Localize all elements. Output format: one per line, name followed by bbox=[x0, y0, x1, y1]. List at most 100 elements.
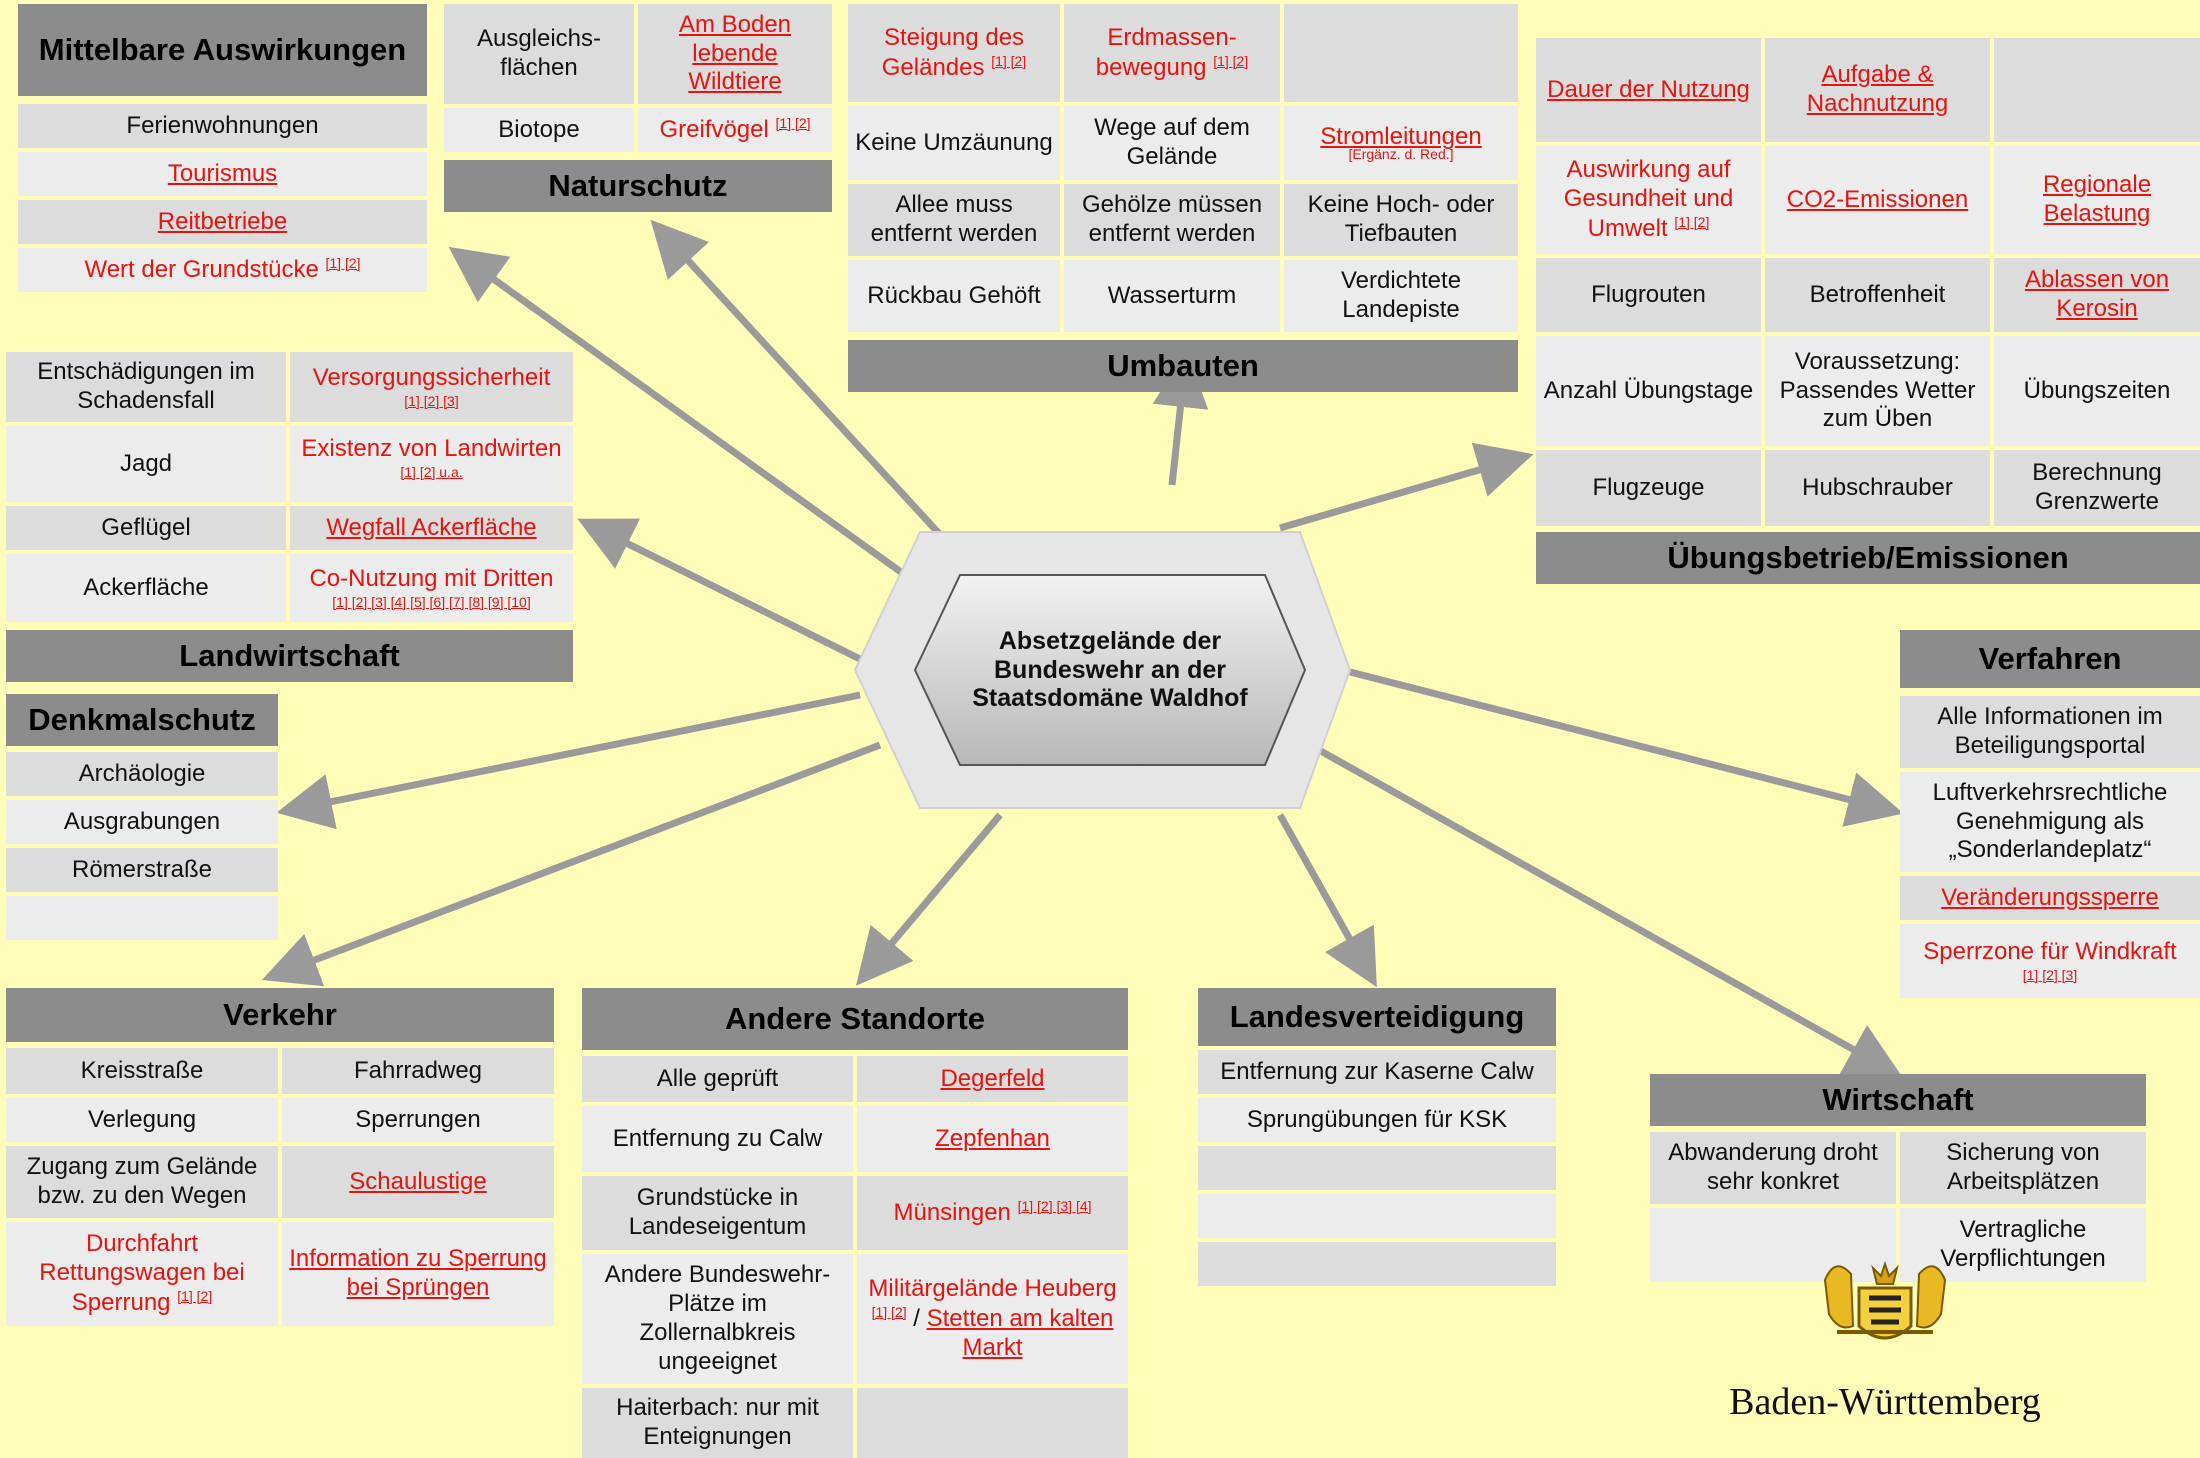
mittelbare-row[interactable]: Wert der Grundstücke [1] [2] bbox=[18, 248, 427, 292]
landwirtschaft-cell-link[interactable]: Wegfall Ackerfläche bbox=[290, 506, 573, 550]
umbauten-cell: Keine Umzäunung bbox=[848, 106, 1060, 180]
wirtschaft-cell-empty bbox=[1650, 1208, 1896, 1282]
mittelbare-row-link[interactable]: Tourismus bbox=[18, 152, 427, 196]
andere-cell: Alle geprüft bbox=[582, 1056, 853, 1102]
wirtschaft-cell: Vertragliche Verpflichtungen bbox=[1900, 1208, 2146, 1282]
umbauten-cell[interactable]: Steigung des Geländes [1] [2] bbox=[848, 4, 1060, 102]
verfahren-row: Luftverkehrsrechtliche Genehmigung als „… bbox=[1900, 772, 2200, 872]
uebung-cell: Voraussetzung: Passendes Wetter zum Üben bbox=[1765, 336, 1990, 446]
landwirtschaft-cell: Entschädigungen im Schadensfall bbox=[6, 352, 286, 422]
verfahren-row-link[interactable]: Veränderungssperre bbox=[1900, 876, 2200, 920]
andere-cell: Entfernung zu Calw bbox=[582, 1106, 853, 1172]
verkehr-cell: Verlegung bbox=[6, 1098, 278, 1142]
verkehr-header: Verkehr bbox=[6, 988, 554, 1042]
denkmal-row: Ausgrabungen bbox=[6, 800, 278, 844]
uebung-cell: Berechnung Grenzwerte bbox=[1994, 450, 2200, 526]
mittelbare-row-link[interactable]: Reitbetriebe bbox=[18, 200, 427, 244]
denkmal-row: Römerstraße bbox=[6, 848, 278, 892]
uebung-cell-link[interactable]: Ablassen von Kerosin bbox=[1994, 258, 2200, 332]
landesvert-row: Sprungübungen für KSK bbox=[1198, 1098, 1556, 1142]
verfahren-row: Alle Informationen im Beteiligungsportal bbox=[1900, 696, 2200, 768]
landwirtschaft-cell: Jagd bbox=[6, 426, 286, 502]
verkehr-cell[interactable]: Durchfahrt Rettungswagen bei Sperrung [1… bbox=[6, 1222, 278, 1326]
andere-header: Andere Standorte bbox=[582, 988, 1128, 1050]
andere-cell-link[interactable]: Zepfenhan bbox=[857, 1106, 1128, 1172]
denkmal-row: Archäologie bbox=[6, 752, 278, 796]
arrow-wirtschaft bbox=[1308, 741, 1903, 1077]
arrow-denkmal bbox=[276, 691, 861, 830]
arrow-mittelbare bbox=[448, 246, 908, 578]
landesvert-row-empty bbox=[1198, 1194, 1556, 1238]
center-hexagon-inner bbox=[913, 574, 1307, 766]
brand-wordmark: Baden-Württemberg bbox=[1729, 1381, 2041, 1423]
uebung-cell[interactable]: Auswirkung auf Gesundheit und Umwelt [1]… bbox=[1536, 146, 1761, 254]
umbauten-cell: Gehölze müssen entfernt werden bbox=[1064, 184, 1280, 256]
landwirtschaft-header: Landwirtschaft bbox=[6, 630, 573, 682]
uebung-cell: Hubschrauber bbox=[1765, 450, 1990, 526]
uebung-header: Übungsbetrieb/Emissionen bbox=[1536, 532, 2200, 584]
umbauten-cell: Verdichtete Landepiste bbox=[1284, 260, 1518, 332]
wirtschaft-cell: Sicherung von Arbeitsplätzen bbox=[1900, 1132, 2146, 1204]
andere-cell-link[interactable]: Degerfeld bbox=[857, 1056, 1128, 1102]
umbauten-cell-link[interactable]: Stromleitungen[Ergänz. d. Red.] bbox=[1284, 106, 1518, 180]
verkehr-cell-link[interactable]: Information zu Sperrung bei Sprüngen bbox=[282, 1222, 554, 1326]
andere-cell[interactable]: Münsingen [1] [2] [3] [4] bbox=[857, 1176, 1128, 1250]
arrow-landesvert bbox=[1276, 813, 1377, 988]
umbauten-cell: Keine Hoch- oder Tiefbauten bbox=[1284, 184, 1518, 256]
wirtschaft-header: Wirtschaft bbox=[1650, 1074, 2146, 1126]
center-title: Absetzgelände der Bundeswehr an der Staa… bbox=[972, 626, 1248, 713]
uebung-cell-link[interactable]: Dauer der Nutzung bbox=[1536, 38, 1761, 142]
denkmal-header: Denkmalschutz bbox=[6, 694, 278, 746]
naturschutz-cell: Ausgleichs-flächen bbox=[444, 4, 634, 104]
umbauten-cell: Rückbau Gehöft bbox=[848, 260, 1060, 332]
uebung-cell: Anzahl Übungstage bbox=[1536, 336, 1761, 446]
naturschutz-cell-link[interactable]: Am Boden lebende Wildtiere bbox=[638, 4, 832, 104]
andere-cell-empty bbox=[857, 1388, 1128, 1458]
umbauten-cell: Allee muss entfernt werden bbox=[848, 184, 1060, 256]
uebung-cell: Flugzeuge bbox=[1536, 450, 1761, 526]
naturschutz-cell[interactable]: Greifvögel [1] [2] bbox=[638, 108, 832, 152]
uebung-cell-empty bbox=[1994, 38, 2200, 142]
mittelbare-header: Mittelbare Auswirkungen bbox=[18, 4, 427, 96]
umbauten-header: Umbauten bbox=[848, 340, 1518, 392]
landwirtschaft-cell: Geflügel bbox=[6, 506, 286, 550]
naturschutz-header: Naturschutz bbox=[444, 160, 832, 212]
wirtschaft-cell: Abwanderung droht sehr konkret bbox=[1650, 1132, 1896, 1204]
landesvert-row: Entfernung zur Kaserne Calw bbox=[1198, 1050, 1556, 1094]
umbauten-cell: Wasserturm bbox=[1064, 260, 1280, 332]
landesvert-header: Landesverteidigung bbox=[1198, 988, 1556, 1046]
verkehr-cell: Kreisstraße bbox=[6, 1048, 278, 1094]
uebung-cell: Betroffenheit bbox=[1765, 258, 1990, 332]
verkehr-cell: Fahrradweg bbox=[282, 1048, 554, 1094]
uebung-cell-link[interactable]: Aufgabe & Nachnutzung bbox=[1765, 38, 1990, 142]
arrow-verfahren bbox=[1349, 668, 1904, 827]
mittelbare-row: Ferienwohnungen bbox=[18, 104, 427, 148]
uebung-cell-link[interactable]: CO2-Emissionen bbox=[1765, 146, 1990, 254]
umbauten-cell-empty bbox=[1284, 4, 1518, 102]
landwirtschaft-cell[interactable]: Co-Nutzung mit Dritten[1] [2] [3] [4] [5… bbox=[290, 554, 573, 622]
andere-cell[interactable]: Militärgelände Heuberg [1] [2] / Stetten… bbox=[857, 1254, 1128, 1384]
uebung-cell-link[interactable]: Regionale Belastung bbox=[1994, 146, 2200, 254]
verfahren-header: Verfahren bbox=[1900, 630, 2200, 688]
andere-cell: Grundstücke in Landeseigentum bbox=[582, 1176, 853, 1250]
arrow-landwirtschaft bbox=[577, 518, 864, 664]
arrow-verkehr bbox=[261, 741, 882, 987]
denkmal-row-empty bbox=[6, 896, 278, 940]
umbauten-cell[interactable]: Erdmassen-bewegung [1] [2] bbox=[1064, 4, 1280, 102]
umbauten-cell: Wege auf dem Gelände bbox=[1064, 106, 1280, 180]
andere-cell: Andere Bundeswehr-Plätze im Zollernalbkr… bbox=[582, 1254, 853, 1384]
landwirtschaft-cell[interactable]: Existenz von Landwirten [1] [2] u.a. bbox=[290, 426, 573, 502]
landwirtschaft-cell: Ackerfläche bbox=[6, 554, 286, 622]
landesvert-row-empty bbox=[1198, 1146, 1556, 1190]
landwirtschaft-cell[interactable]: Versorgungssicherheit[1] [2] [3] bbox=[290, 352, 573, 422]
arrow-andere bbox=[855, 812, 1003, 986]
arrow-naturschutz bbox=[650, 219, 948, 543]
uebung-cell: Übungszeiten bbox=[1994, 336, 2200, 446]
verkehr-cell-link[interactable]: Schaulustige bbox=[282, 1146, 554, 1218]
andere-cell: Haiterbach: nur mit Enteignungen bbox=[582, 1388, 853, 1458]
landesvert-row-empty bbox=[1198, 1242, 1556, 1286]
naturschutz-cell: Biotope bbox=[444, 108, 634, 152]
uebung-cell: Flugrouten bbox=[1536, 258, 1761, 332]
verfahren-row[interactable]: Sperrzone für Windkraft[1] [2] [3] bbox=[1900, 924, 2200, 998]
